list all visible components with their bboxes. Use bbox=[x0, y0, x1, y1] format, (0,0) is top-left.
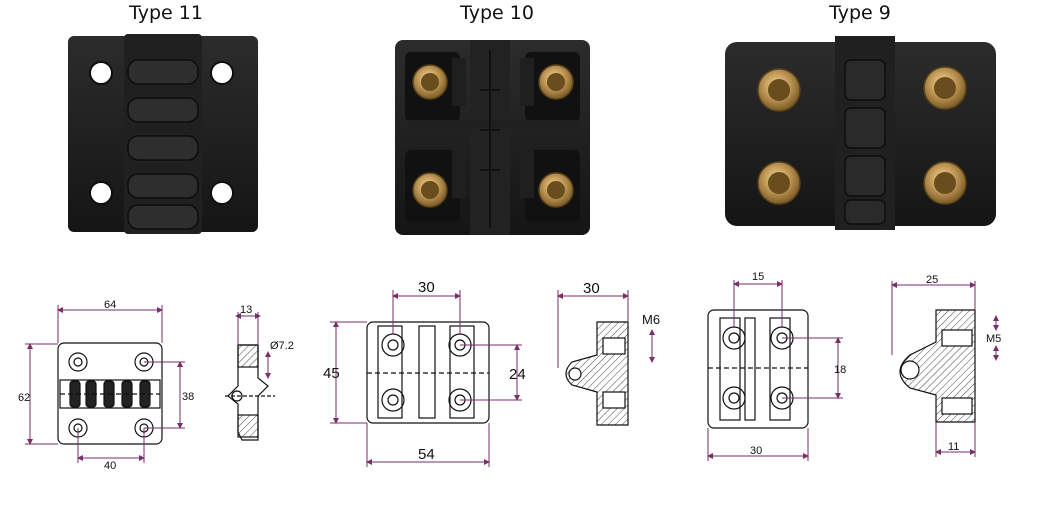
type-11-side-drawing bbox=[225, 344, 275, 441]
type-9-front-drawing bbox=[707, 309, 809, 429]
dim-type9-thread: M5 bbox=[986, 333, 1001, 345]
dim-type9-hole-pitch-v: 18 bbox=[834, 364, 846, 376]
type-11-front-dimensions bbox=[25, 305, 185, 463]
dim-type11-hole-pitch-h: 40 bbox=[104, 460, 116, 472]
dim-type10-height: 45 bbox=[323, 365, 340, 382]
dim-type10-side-depth: 30 bbox=[583, 280, 600, 297]
dim-type10-width: 54 bbox=[418, 446, 435, 463]
dim-type9-bottom: 11 bbox=[948, 441, 959, 453]
type-10-side-dimensions bbox=[557, 290, 655, 368]
type-11-title: Type 11 bbox=[129, 2, 203, 24]
type-11-front-drawing bbox=[57, 342, 163, 445]
dim-type9-top-pitch: 15 bbox=[752, 271, 764, 283]
dim-type10-top-pitch: 30 bbox=[418, 279, 435, 296]
dim-type9-width: 30 bbox=[750, 445, 762, 457]
type-9-title: Type 9 bbox=[829, 2, 891, 24]
type-10-front-drawing bbox=[366, 321, 490, 424]
dim-type10-hole-pitch-v: 24 bbox=[509, 366, 526, 383]
type-10-side-drawing bbox=[565, 321, 629, 426]
type-10-photo bbox=[395, 40, 590, 235]
type-10-title: Type 10 bbox=[460, 2, 534, 24]
type-10-front-dimensions bbox=[330, 290, 522, 467]
dim-type11-hole-diameter: Ø7.2 bbox=[270, 340, 294, 352]
dim-type11-width: 64 bbox=[104, 299, 116, 311]
dim-type11-thickness: 13 bbox=[240, 304, 252, 316]
type-11-side-dimensions bbox=[235, 312, 271, 379]
dim-type9-side-depth: 25 bbox=[926, 274, 938, 286]
dim-type11-height: 62 bbox=[18, 392, 30, 404]
type-9-front-dimensions bbox=[707, 280, 843, 461]
dim-type11-hole-pitch-v: 38 bbox=[182, 391, 194, 403]
dim-type10-thread: M6 bbox=[642, 312, 660, 327]
type-11-photo bbox=[68, 34, 258, 234]
type-9-side-drawing bbox=[899, 309, 976, 423]
type-9-side-dimensions bbox=[891, 281, 999, 457]
type-9-photo bbox=[725, 36, 996, 230]
